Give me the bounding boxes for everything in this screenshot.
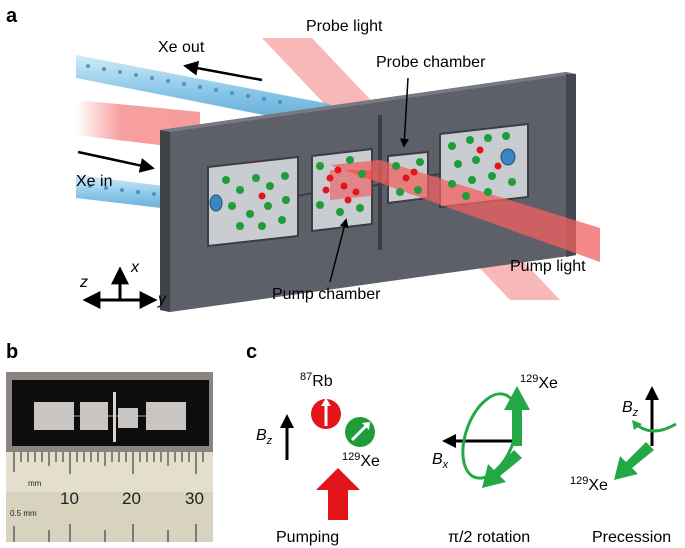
- chamber-left: [207, 155, 299, 248]
- channel: [297, 192, 313, 197]
- xe-label-rotation: 129Xe: [520, 373, 558, 392]
- pumping-diagram: 87Rb Bz 129Xe Pumping: [256, 371, 380, 546]
- probe-light-label: Probe light: [306, 18, 383, 35]
- xe-in-arrow: [77, 150, 155, 173]
- precession-caption: Precession: [592, 529, 671, 546]
- pump-light-arrow: [316, 468, 360, 520]
- probe-chamber-label: Probe chamber: [376, 54, 486, 71]
- panel-letter-a: a: [6, 5, 18, 27]
- precession-diagram: Bz 129Xe Precession: [570, 386, 677, 546]
- pumping-caption: Pumping: [276, 529, 339, 546]
- panel-letter-c: c: [246, 341, 257, 363]
- pump-chamber-label: Pump chamber: [272, 286, 381, 303]
- pump-light-label: Pump light: [510, 258, 586, 275]
- axis-y-label: y: [157, 291, 167, 308]
- pump-chamber-pointer: [329, 218, 349, 283]
- axis-x-label: x: [130, 259, 140, 276]
- panel-letter-b: b: [6, 341, 18, 363]
- xe-spin-arrow: [350, 424, 368, 442]
- rb-label: 87Rb: [300, 371, 333, 390]
- ruler-unit-mm: mm: [28, 479, 42, 488]
- ruler-number-20: 20: [122, 489, 141, 508]
- xe-spin-up-arrow: [504, 386, 530, 446]
- xe-precessing-arrow: [614, 442, 654, 480]
- rb-mass: 87: [300, 371, 312, 383]
- xe-out-arrow: [183, 60, 263, 82]
- xe-out-label: Xe out: [158, 39, 205, 56]
- xe-label-precession: 129Xe: [570, 475, 608, 494]
- rb-symbol: Rb: [312, 373, 333, 390]
- bx-label: Bx: [432, 451, 449, 471]
- panel-b: b: [6, 341, 213, 542]
- ruler-ticks: [13, 452, 204, 474]
- bz-label-precession: Bz: [622, 399, 639, 419]
- pump-light-beam: [330, 160, 600, 262]
- xe-spin-tilted-arrow: [482, 450, 522, 488]
- atoms: [222, 132, 516, 230]
- bz-label-pumping: Bz: [256, 427, 273, 447]
- xe-out-tube: [76, 55, 330, 128]
- device-photo: mm 10 20 30 0.5 mm: [6, 372, 213, 542]
- ruler-number-30: 30: [185, 489, 204, 508]
- coordinate-axes: x z y: [79, 259, 167, 309]
- panel-c: c 87Rb Bz 129Xe Pumping: [246, 341, 677, 546]
- xe-label-pumping: 129Xe: [342, 451, 380, 470]
- axis-z-label: z: [79, 274, 88, 291]
- rotation-caption: π/2 rotation: [448, 529, 530, 546]
- probe-chamber-pointer: [399, 77, 409, 148]
- xe-in-label: Xe in: [76, 173, 112, 190]
- panel-a: a: [6, 5, 600, 312]
- ruler-number-10: 10: [60, 489, 79, 508]
- outlet-port: [500, 148, 516, 166]
- inlet-port: [209, 194, 223, 212]
- ruler-unit-half-mm: 0.5 mm: [10, 509, 37, 518]
- precession-path: [635, 422, 677, 433]
- rotation-diagram: Bx 129Xe π/2 rotation: [432, 373, 558, 546]
